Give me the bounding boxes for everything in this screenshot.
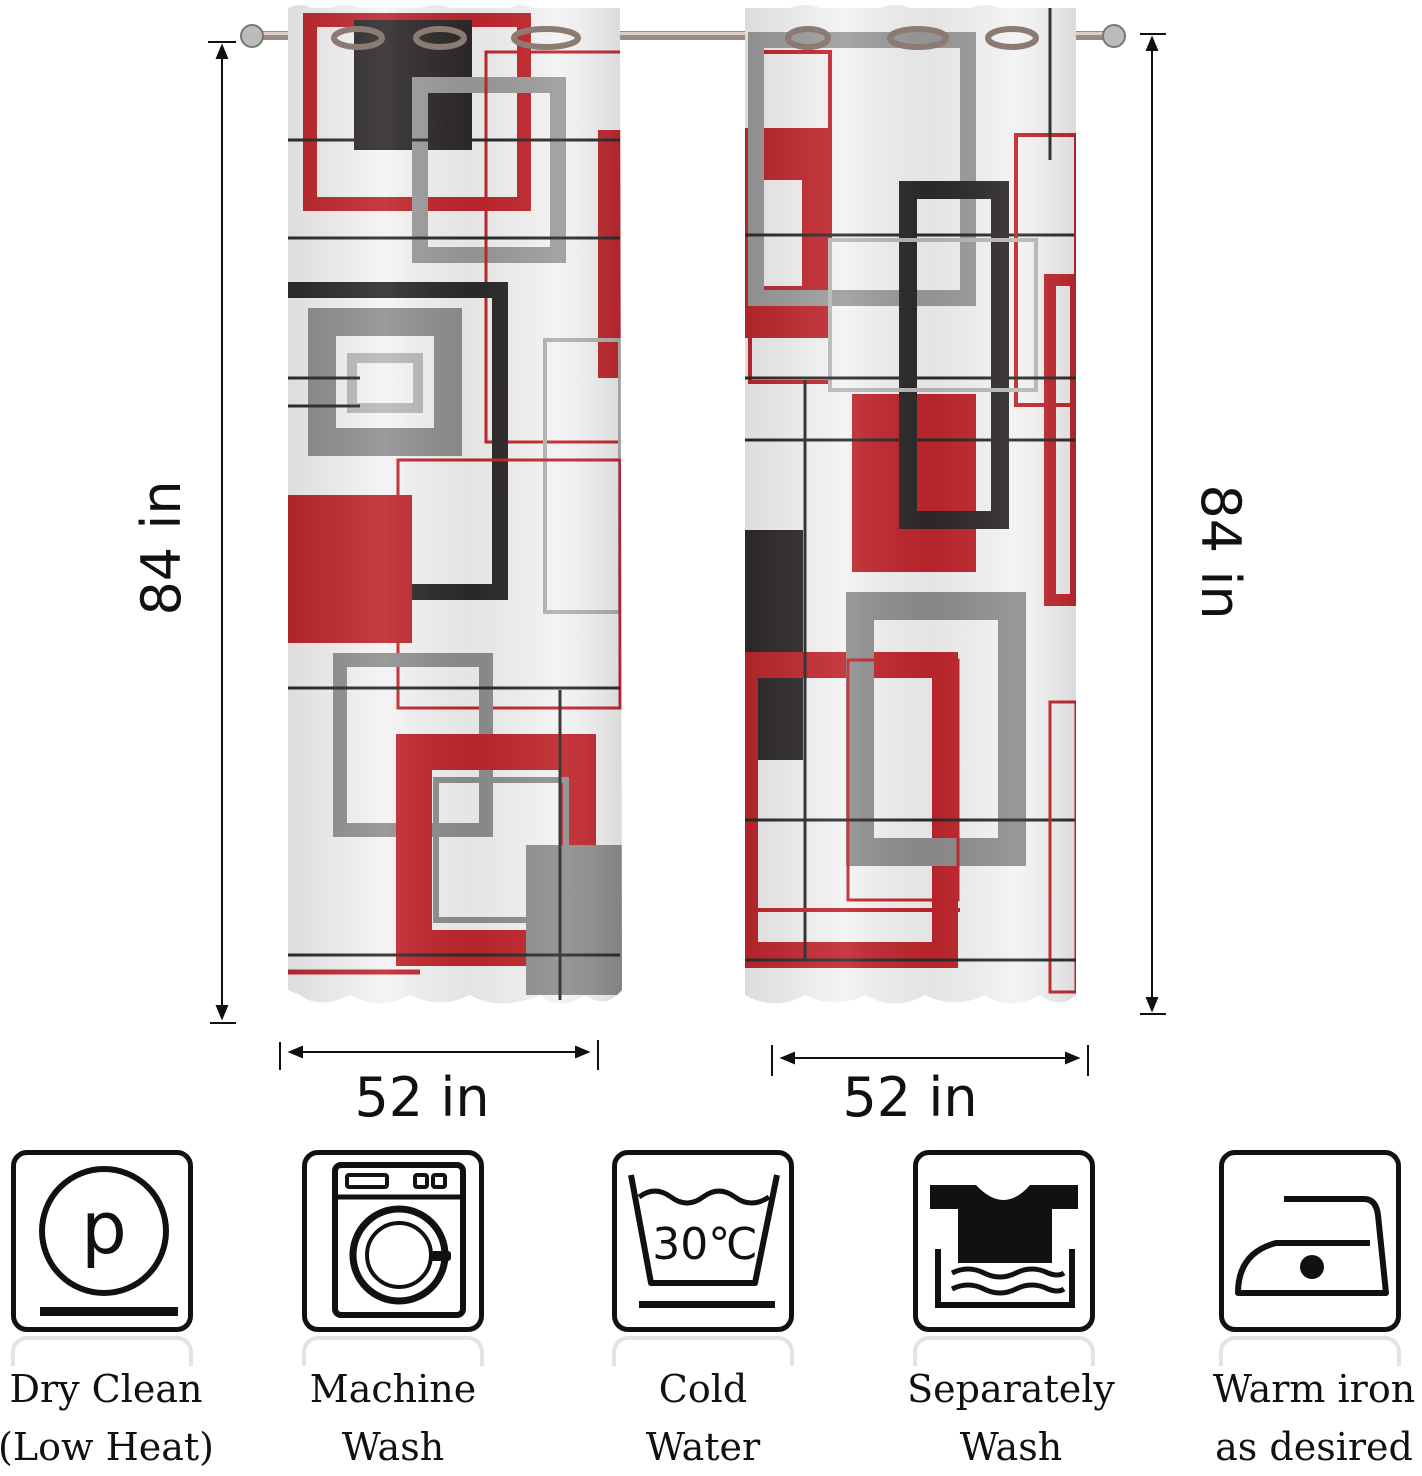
washing-machine-icon	[302, 1150, 484, 1332]
width-dimension-right: 52 in	[842, 1066, 978, 1129]
rod-finial-left	[240, 24, 264, 48]
care-label-dry-clean: Dry Clean (Low Heat)	[0, 1367, 214, 1469]
curtain-panel-left	[288, 5, 622, 1004]
height-dimension-right: 84 in	[1189, 484, 1252, 620]
grommets	[331, 26, 1039, 50]
rod-finial-right	[1102, 24, 1126, 48]
iron-icon	[1219, 1150, 1401, 1332]
dimension-lines	[208, 33, 1166, 1076]
wash-basin-30c-icon: 30℃	[612, 1150, 794, 1332]
separate-wash-icon	[913, 1150, 1095, 1332]
svg-text:p: p	[81, 1186, 127, 1270]
care-label-cold-water: Cold Water	[645, 1367, 761, 1469]
curtain-panel-right	[745, 5, 1076, 1004]
width-dimension-left: 52 in	[354, 1066, 490, 1129]
care-label-separately-wash: Separately Wash	[907, 1367, 1115, 1469]
wash-temperature: 30℃	[652, 1219, 757, 1270]
care-label-machine-wash: Machine Wash	[309, 1367, 477, 1469]
dry-clean-p-icon: p	[11, 1150, 193, 1332]
care-label-warm-iron: Warm iron as desired	[1212, 1367, 1416, 1469]
height-dimension-left: 84 in	[130, 480, 193, 616]
curtain-illustration	[208, 5, 1166, 1076]
